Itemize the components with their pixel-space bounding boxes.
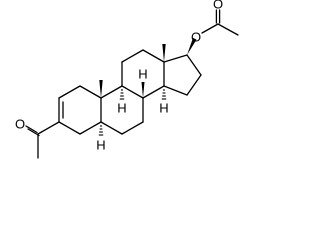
ring-a <box>58 85 102 135</box>
ring-c <box>121 49 165 99</box>
methyl-c13 <box>162 44 166 62</box>
h-c8-label: H <box>138 67 147 82</box>
acetate-carbonyl-oxygen-label: O <box>213 0 223 12</box>
h-c9-label: H <box>117 101 126 116</box>
stereo-h-c8: H <box>138 67 148 98</box>
ketone-oxygen-label: O <box>15 117 25 132</box>
ring-b <box>100 85 144 135</box>
acetyl-group: O <box>15 117 60 159</box>
stereo-h-c5: H <box>96 125 106 153</box>
h-c5-label: H <box>96 138 105 153</box>
ring-d <box>163 54 202 96</box>
stereo-h-c9: H <box>117 89 127 116</box>
methyl-c10 <box>99 80 103 98</box>
stereo-h-c14: H <box>159 89 169 116</box>
acetoxy-group: O O <box>187 0 239 55</box>
h-c14-label: H <box>159 101 168 116</box>
steroid-structure-diagram: O O O H H H <box>15 0 239 159</box>
ester-oxygen-label: O <box>191 30 201 45</box>
